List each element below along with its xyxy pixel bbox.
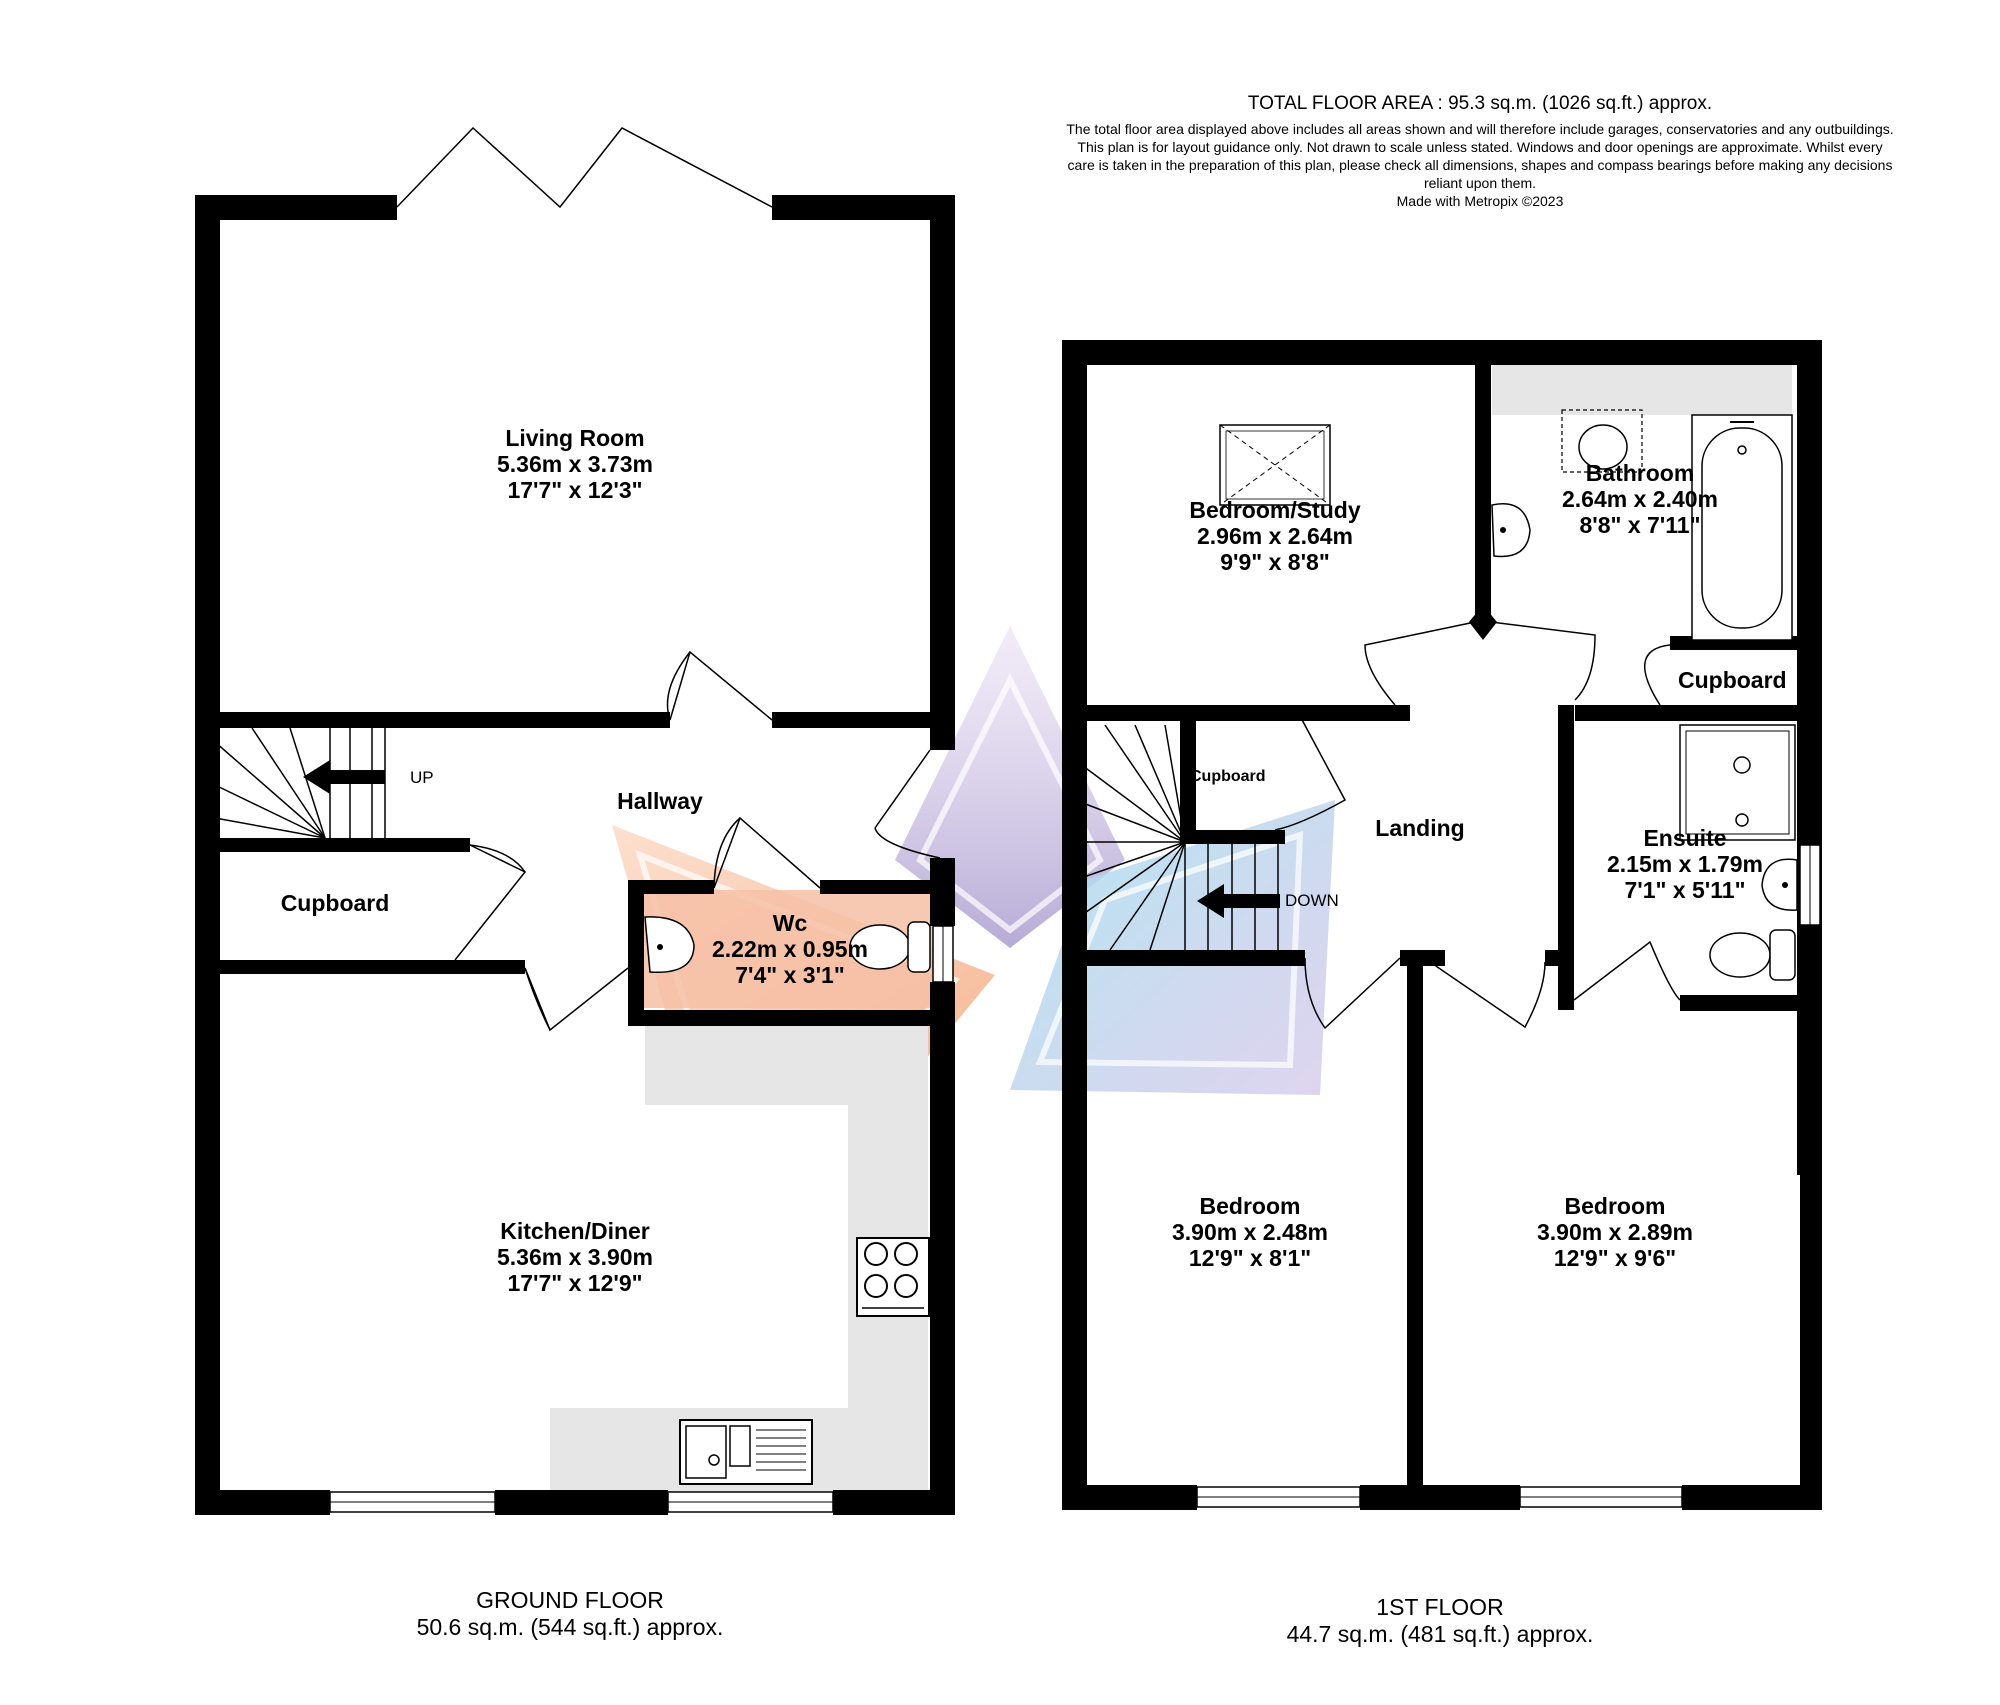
total-floor-area: TOTAL FLOOR AREA : 95.3 sq.m. (1026 sq.f… bbox=[1247, 93, 1713, 114]
first-floor-title: 1ST FLOOR bbox=[1376, 1594, 1504, 1620]
first-floor-area: 44.7 sq.m. (481 sq.ft.) approx. bbox=[1286, 1621, 1594, 1647]
room-name: Living Room bbox=[505, 425, 645, 451]
disclaimer-text: The total floor area displayed above inc… bbox=[1066, 121, 1894, 191]
room-living-room: Living Room 5.36m x 3.73m 17'7" x 12'3" bbox=[475, 425, 675, 503]
room-name: Cupboard bbox=[280, 890, 390, 916]
room-imperial: 7'4" x 3'1" bbox=[735, 962, 845, 988]
room-imperial: 17'7" x 12'3" bbox=[507, 477, 643, 503]
room-metric: 2.15m x 1.79m bbox=[1606, 851, 1763, 877]
ensuite-basin-icon bbox=[1761, 858, 1798, 911]
ground-floor-area: 50.6 sq.m. (544 sq.ft.) approx. bbox=[416, 1614, 724, 1640]
room-name: Wc bbox=[772, 910, 808, 936]
room-metric: 2.22m x 0.95m bbox=[711, 936, 868, 962]
ground-floor-summary: GROUND FLOOR 50.6 sq.m. (544 sq.ft.) app… bbox=[270, 1587, 870, 1641]
hob-icon bbox=[856, 1237, 930, 1317]
toilet-icon bbox=[849, 921, 931, 973]
room-imperial: 17'7" x 12'9" bbox=[507, 1270, 643, 1296]
room-bedroom-right: Bedroom 3.90m x 2.89m 12'9" x 9'6" bbox=[1505, 1193, 1725, 1271]
room-name: Hallway bbox=[617, 788, 703, 814]
kitchen-sink-icon bbox=[679, 1419, 813, 1485]
room-cupboard: Cupboard bbox=[265, 890, 405, 916]
room-ensuite: Ensuite 2.15m x 1.79m 7'1" x 5'11" bbox=[1580, 825, 1790, 903]
floor-area-header: TOTAL FLOOR AREA : 95.3 sq.m. (1026 sq.f… bbox=[1040, 92, 1920, 210]
room-imperial: 12'9" x 8'1" bbox=[1188, 1245, 1312, 1271]
room-cupboard-small: Cupboard bbox=[1190, 768, 1290, 786]
room-imperial: 9'9" x 8'8" bbox=[1220, 549, 1330, 575]
ground-floor-plan bbox=[195, 126, 955, 1515]
room-wc: Wc 2.22m x 0.95m 7'4" x 3'1" bbox=[690, 910, 890, 988]
up-arrow-icon bbox=[303, 760, 385, 794]
bathtub-icon bbox=[1691, 414, 1793, 641]
room-name: Bedroom/Study bbox=[1189, 497, 1361, 523]
wc-basin-icon bbox=[644, 916, 695, 974]
room-metric: 3.90m x 2.89m bbox=[1536, 1219, 1693, 1245]
room-metric: 5.36m x 3.90m bbox=[496, 1244, 653, 1270]
room-name: Bedroom bbox=[1199, 1193, 1301, 1219]
room-name: Landing bbox=[1375, 815, 1465, 841]
bathroom-basin-icon bbox=[1491, 503, 1531, 558]
room-name: Cupboard bbox=[1678, 667, 1787, 693]
room-bathroom: Bathroom 2.64m x 2.40m 8'8" x 7'11" bbox=[1540, 460, 1740, 538]
room-metric: 2.64m x 2.40m bbox=[1561, 486, 1718, 512]
room-imperial: 8'8" x 7'11" bbox=[1579, 512, 1701, 538]
room-metric: 3.90m x 2.48m bbox=[1171, 1219, 1328, 1245]
room-bedroom-left: Bedroom 3.90m x 2.48m 12'9" x 8'1" bbox=[1140, 1193, 1360, 1271]
room-name: Ensuite bbox=[1643, 825, 1727, 851]
stairs-up-label: UP bbox=[410, 768, 434, 787]
room-kitchen-diner: Kitchen/Diner 5.36m x 3.90m 17'7" x 12'9… bbox=[465, 1218, 685, 1296]
room-landing: Landing bbox=[1360, 815, 1480, 841]
room-hallway: Hallway bbox=[600, 788, 720, 814]
down-arrow-icon bbox=[1197, 884, 1280, 918]
room-metric: 5.36m x 3.73m bbox=[496, 451, 653, 477]
skylight-icon bbox=[1219, 424, 1331, 506]
bathroom-toilet-icon bbox=[1561, 409, 1643, 473]
first-floor-plan bbox=[1062, 340, 1822, 1510]
made-with-credit: Made with Metropix ©2023 bbox=[1396, 193, 1564, 209]
room-name: Bedroom bbox=[1564, 1193, 1666, 1219]
room-imperial: 12'9" x 9'6" bbox=[1553, 1245, 1677, 1271]
room-metric: 2.96m x 2.64m bbox=[1196, 523, 1353, 549]
stairs-down-label: DOWN bbox=[1285, 891, 1339, 910]
room-bedroom-study: Bedroom/Study 2.96m x 2.64m 9'9" x 8'8" bbox=[1160, 497, 1390, 575]
first-floor-summary: 1ST FLOOR 44.7 sq.m. (481 sq.ft.) approx… bbox=[1140, 1594, 1740, 1648]
room-name: Bathroom bbox=[1585, 460, 1695, 486]
room-imperial: 7'1" x 5'11" bbox=[1624, 877, 1746, 903]
room-name: Kitchen/Diner bbox=[500, 1218, 650, 1244]
ensuite-toilet-icon bbox=[1709, 929, 1796, 981]
ground-floor-title: GROUND FLOOR bbox=[476, 1587, 664, 1613]
room-cupboard-upper: Cupboard bbox=[1678, 667, 1800, 693]
room-name: Cupboard bbox=[1190, 768, 1266, 785]
shower-tray-icon bbox=[1679, 724, 1796, 841]
